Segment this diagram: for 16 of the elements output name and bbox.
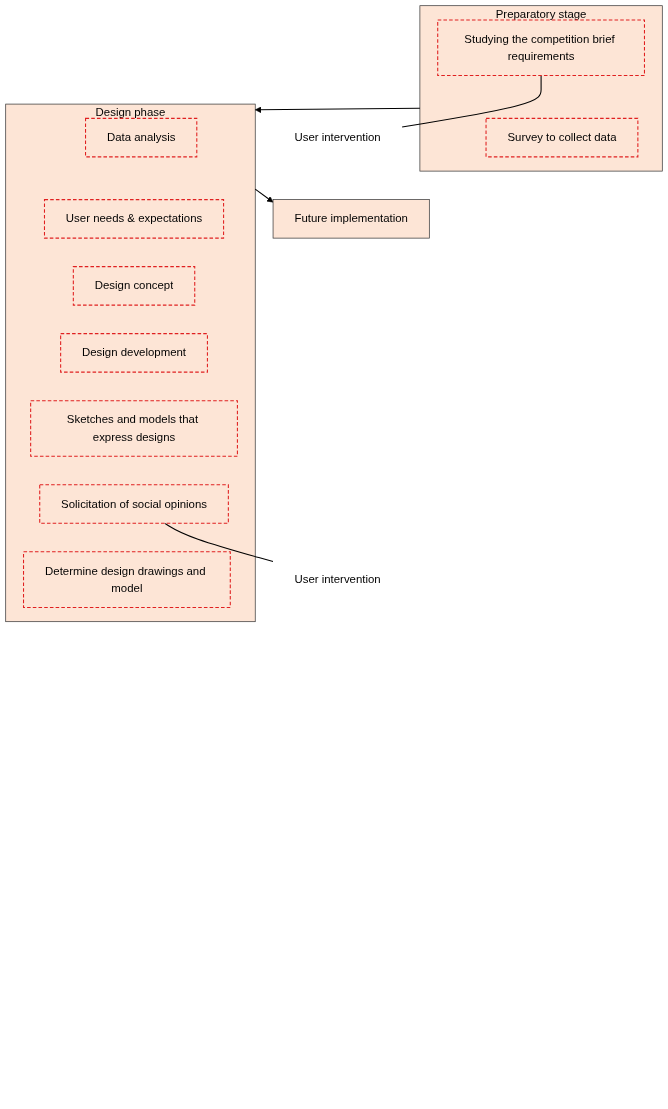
node-box: Sketches and models that express designs (30, 400, 238, 457)
node-text: User intervention (294, 573, 381, 586)
arrow (254, 106, 421, 113)
arrow (254, 188, 274, 203)
node-box: Future implementation (272, 199, 430, 239)
node-box: Design development (60, 333, 208, 373)
connector (164, 522, 274, 563)
node-box: Design concept (72, 266, 196, 306)
connector (401, 75, 542, 128)
node-box: Survey to collect data (485, 117, 639, 158)
node-box: Determine design drawings and model (23, 551, 231, 608)
node-text: User intervention (294, 131, 381, 144)
node-box: Studying the competition brief requirements (437, 19, 645, 77)
node-box: Solicitation of social opinions (39, 484, 229, 524)
node-box: Data analysis (85, 117, 198, 158)
node-box: User needs & expectations (43, 199, 225, 239)
